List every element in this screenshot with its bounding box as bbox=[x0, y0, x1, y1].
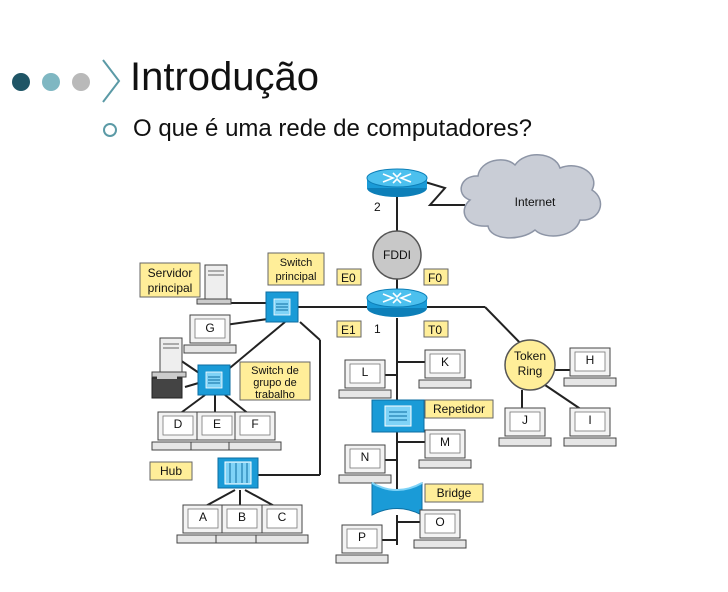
bridge-icon bbox=[371, 482, 423, 516]
router-top bbox=[366, 168, 428, 198]
dot-dark bbox=[12, 73, 30, 91]
fddi-label: FDDI bbox=[383, 248, 411, 262]
switch-principal-icon bbox=[265, 291, 299, 323]
token-ring-label-2: Ring bbox=[518, 364, 543, 378]
switch-principal-box bbox=[267, 252, 325, 286]
port-f0: F0 bbox=[428, 271, 442, 285]
servidor-box bbox=[139, 262, 201, 298]
workgroup-switch-icon bbox=[197, 364, 231, 396]
switch-principal-label-1: Switch bbox=[280, 257, 312, 269]
pc-a-label: A bbox=[199, 510, 207, 524]
router-main-number: 1 bbox=[374, 322, 381, 336]
port-f0-box bbox=[423, 268, 449, 286]
workgroup-server bbox=[151, 337, 187, 378]
internet-label: Internet bbox=[515, 195, 556, 209]
bridge-box bbox=[424, 483, 484, 503]
workgroup-label-2: grupo de bbox=[253, 377, 296, 389]
pc-h-label: H bbox=[586, 353, 595, 367]
port-e0-box bbox=[336, 268, 362, 286]
pc-i-label: I bbox=[588, 413, 591, 427]
decorative-dots bbox=[12, 59, 132, 103]
servidor-label-1: Servidor bbox=[148, 266, 193, 280]
dot-teal bbox=[42, 73, 60, 91]
pc-d-label: D bbox=[174, 417, 183, 431]
fddi-ring bbox=[372, 230, 422, 280]
hub-icon bbox=[217, 457, 259, 489]
port-t0-box bbox=[423, 320, 449, 338]
pc-c-label: C bbox=[278, 510, 287, 524]
router-main bbox=[366, 288, 428, 318]
printer-icon bbox=[151, 373, 183, 399]
repeater-icon bbox=[371, 399, 425, 433]
repetidor-box bbox=[424, 399, 494, 419]
switch-principal-label-2: principal bbox=[276, 271, 317, 283]
port-e0: E0 bbox=[341, 271, 356, 285]
pc-f-label: F bbox=[251, 417, 258, 431]
server-tower bbox=[196, 264, 232, 305]
chevron-icon bbox=[102, 59, 121, 103]
slide-title: Introdução bbox=[130, 55, 320, 99]
pc-n-label: N bbox=[361, 450, 370, 464]
internet-cloud bbox=[460, 154, 602, 239]
pc-l-label: L bbox=[362, 365, 369, 379]
workgroup-switch-box bbox=[239, 361, 311, 401]
pc-o-label: O bbox=[435, 515, 444, 529]
repetidor-label: Repetidor bbox=[433, 402, 485, 416]
port-e1: E1 bbox=[341, 323, 356, 337]
pc-e-label: E bbox=[213, 417, 221, 431]
workgroup-label-1: Switch de bbox=[251, 365, 299, 377]
pc-b-label: B bbox=[238, 510, 246, 524]
hub-box bbox=[149, 461, 193, 481]
dot-gray bbox=[72, 73, 90, 91]
pc-g-label: G bbox=[205, 321, 214, 335]
workgroup-label-3: trabalho bbox=[255, 389, 295, 401]
servidor-label-2: principal bbox=[148, 281, 193, 295]
slide-bullet: O que é uma rede de computadores? bbox=[133, 115, 532, 142]
token-ring bbox=[504, 339, 556, 391]
pc-k-label: K bbox=[441, 355, 449, 369]
port-t0: T0 bbox=[428, 323, 442, 337]
router-top-number: 2 bbox=[374, 200, 381, 214]
pc-j-label: J bbox=[522, 413, 528, 427]
port-e1-box bbox=[336, 320, 362, 338]
hub-label: Hub bbox=[160, 464, 182, 478]
bullet-icon bbox=[103, 123, 117, 137]
pc-p-label: P bbox=[358, 530, 366, 544]
bridge-label: Bridge bbox=[437, 486, 472, 500]
pc-m-label: M bbox=[440, 435, 450, 449]
token-ring-label-1: Token bbox=[514, 349, 546, 363]
